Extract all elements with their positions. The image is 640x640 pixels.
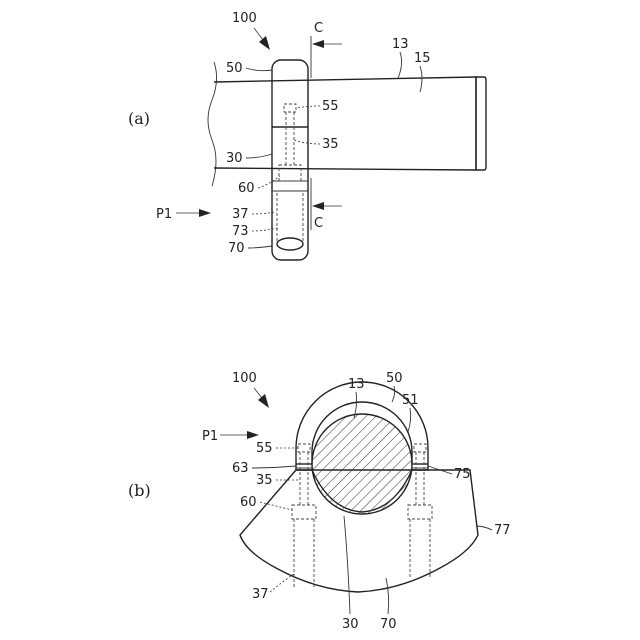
clamp-body-side xyxy=(272,60,308,260)
label-a-c-bottom: C xyxy=(314,216,323,231)
label-a-30: 30 xyxy=(226,151,243,166)
label-b-63: 63 xyxy=(232,461,249,476)
section-line-c xyxy=(311,36,342,230)
label-a-100: 100 xyxy=(232,11,257,26)
label-a-c-top: C xyxy=(314,21,323,36)
figure-a: (a) xyxy=(128,11,486,260)
label-a-35: 35 xyxy=(322,137,339,152)
label-a-13: 13 xyxy=(392,37,409,52)
shaft-section xyxy=(312,414,412,514)
label-b-77: 77 xyxy=(494,523,511,538)
label-b-35: 35 xyxy=(256,473,273,488)
label-b-75: 75 xyxy=(454,467,471,482)
label-a-37: 37 xyxy=(232,207,249,222)
label-a-15: 15 xyxy=(414,51,431,66)
label-a-73: 73 xyxy=(232,224,249,239)
label-b-p1: P1 xyxy=(202,429,218,444)
label-b-70: 70 xyxy=(380,617,397,632)
panel-label-a: (a) xyxy=(128,109,150,128)
label-a-55: 55 xyxy=(322,99,339,114)
label-a-60: 60 xyxy=(238,181,255,196)
panel-label-b: (b) xyxy=(128,481,151,500)
label-b-100: 100 xyxy=(232,371,257,386)
label-b-37: 37 xyxy=(252,587,269,602)
label-b-60: 60 xyxy=(240,495,257,510)
figure-b: (b) xyxy=(128,371,511,632)
label-b-50: 50 xyxy=(386,371,403,386)
label-b-13: 13 xyxy=(348,377,365,392)
label-a-p1: P1 xyxy=(156,207,172,222)
label-a-70: 70 xyxy=(228,241,245,256)
label-b-55: 55 xyxy=(256,441,273,456)
label-b-30: 30 xyxy=(342,617,359,632)
label-a-50: 50 xyxy=(226,61,243,76)
label-b-51: 51 xyxy=(402,393,419,408)
handlebar-shaft xyxy=(208,62,486,186)
